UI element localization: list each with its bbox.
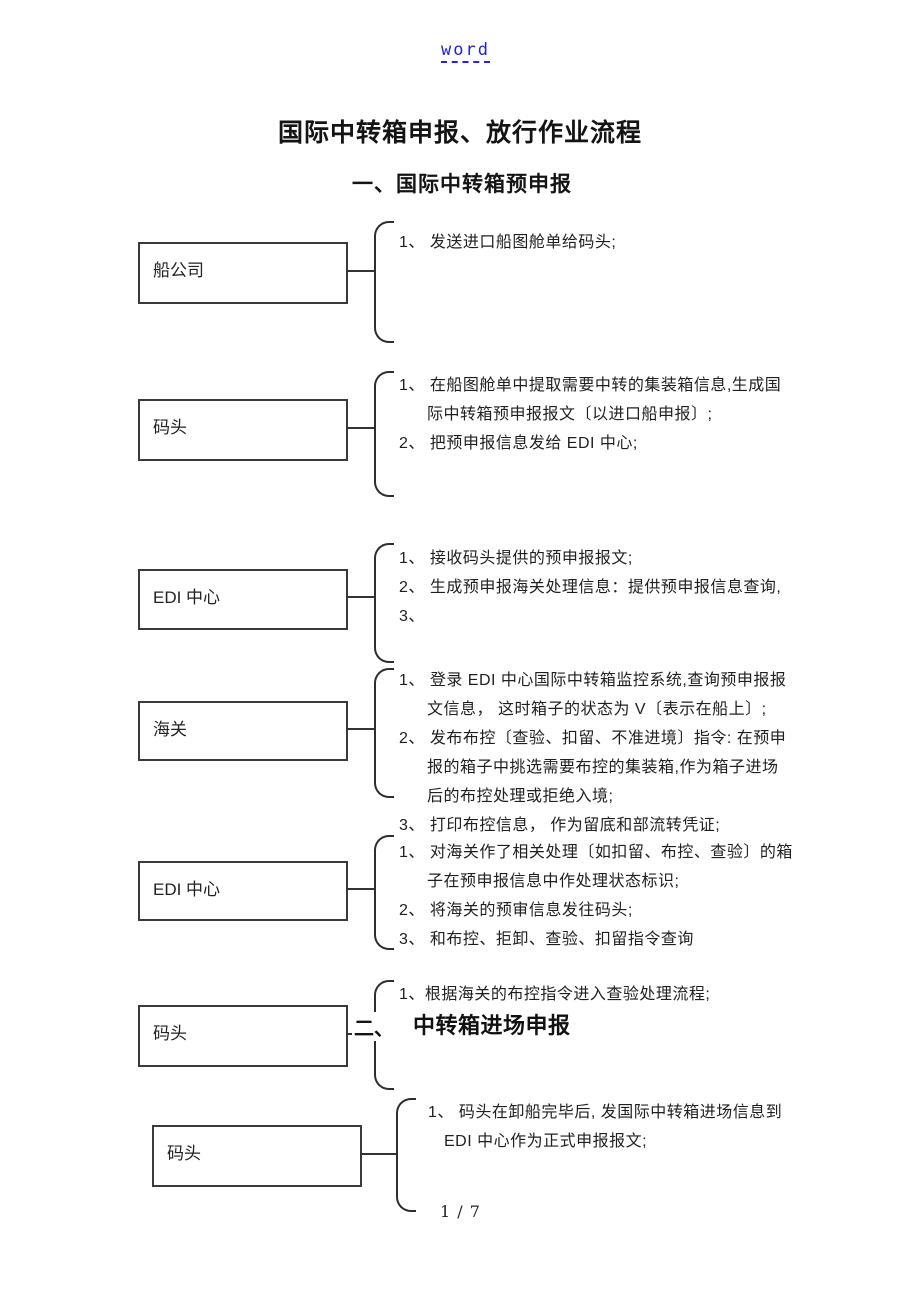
note-line: 2、 将海关的预审信息发往码头; — [399, 902, 633, 919]
flow-box-label: 码头 — [167, 1144, 201, 1163]
note-line: 1、 登录 EDI 中心国际中转箱监控系统,查询预申报报 — [399, 672, 787, 689]
flow-notes: 1、 在船图舱单中提取需要中转的集装箱信息,生成国 际中转箱预申报报文〔以进口船… — [399, 371, 781, 458]
note-line: 3、 — [399, 608, 425, 625]
note-line: 1、 接收码头提供的预申报报文; — [399, 550, 633, 567]
flow-box-wharf: 码头 — [138, 399, 348, 461]
connector-line — [360, 1153, 396, 1155]
flow-box-label: EDI 中心 — [153, 588, 221, 607]
note-line: 2、 发布布控〔查验、扣留、不准进境〕指令: 在预申 — [399, 730, 787, 747]
flow-box-edi-center-2: EDI 中心 — [138, 861, 348, 921]
flow-notes: 1、根据海关的布控指令进入查验处理流程; — [399, 980, 710, 1009]
left-brace — [374, 543, 394, 663]
note-line: 际中转箱预申报报文〔以进口船申报〕; — [427, 406, 713, 423]
connector-line — [346, 596, 374, 598]
flow-box-label: 船公司 — [153, 261, 204, 280]
note-line: 子在预申报信息中作处理状态标识; — [427, 873, 680, 890]
note-line: 1、 码头在卸船完毕后, 发国际中转箱进场信息到 — [428, 1104, 783, 1121]
page-number: 1 / 7 — [440, 1202, 481, 1221]
word-link[interactable]: word — [441, 40, 490, 63]
note-line: 后的布控处理或拒绝入境; — [427, 788, 614, 805]
flow-box-edi-center: EDI 中心 — [138, 569, 348, 630]
flow-box-label: 码头 — [153, 418, 187, 437]
flow-box-label: 海关 — [153, 720, 187, 739]
flow-box-label: EDI 中心 — [153, 880, 221, 899]
flow-box-customs: 海关 — [138, 701, 348, 761]
connector-line — [346, 888, 374, 890]
note-line: 3、 和布控、拒卸、查验、扣留指令查询 — [399, 931, 694, 948]
note-line: 2、 把预申报信息发给 EDI 中心; — [399, 435, 638, 452]
note-line: 1、 对海关作了相关处理〔如扣留、布控、查验〕的箱 — [399, 844, 793, 861]
connector-line — [346, 270, 374, 272]
connector-line — [346, 427, 374, 429]
section2-heading-prefix: 二、 — [352, 1012, 396, 1041]
left-brace — [374, 221, 394, 343]
note-line: 报的箱子中挑选需要布控的集装箱,作为箱子进场 — [427, 759, 779, 776]
flow-notes: 1、 码头在卸船完毕后, 发国际中转箱进场信息到 EDI 中心作为正式申报报文; — [428, 1098, 782, 1156]
section1-heading: 一、国际中转箱预申报 — [352, 172, 572, 196]
flow-box-label: 码头 — [153, 1024, 187, 1043]
note-line: 2、 生成预申报海关处理信息：提供预申报信息查询, — [399, 579, 782, 596]
flow-notes: 1、 对海关作了相关处理〔如扣留、布控、查验〕的箱 子在预申报信息中作处理状态标… — [399, 838, 793, 954]
flow-box-ship-company: 船公司 — [138, 242, 348, 304]
flow-notes: 1、 登录 EDI 中心国际中转箱监控系统,查询预申报报 文信息， 这时箱子的状… — [399, 666, 786, 840]
note-line: 文信息， 这时箱子的状态为 V〔表示在船上〕; — [427, 701, 767, 718]
left-brace — [374, 835, 394, 950]
flow-notes: 1、 接收码头提供的预申报报文; 2、 生成预申报海关处理信息：提供预申报信息查… — [399, 544, 781, 631]
note-line: 1、 发送进口船图舱单给码头; — [399, 234, 617, 251]
note-line: EDI 中心作为正式申报报文; — [444, 1133, 648, 1150]
note-line: 1、根据海关的布控指令进入查验处理流程; — [399, 986, 711, 1003]
left-brace — [396, 1098, 416, 1212]
flow-notes: 1、 发送进口船图舱单给码头; — [399, 228, 616, 257]
note-line: 1、 在船图舱单中提取需要中转的集装箱信息,生成国 — [399, 377, 782, 394]
flow-box-wharf-3: 码头 — [152, 1125, 362, 1187]
section2-heading: 中转箱进场申报 — [413, 1013, 571, 1038]
note-line: 3、 打印布控信息， 作为留底和部流转凭证; — [399, 817, 721, 834]
left-brace — [374, 668, 394, 798]
connector-line — [346, 728, 374, 730]
document-title: 国际中转箱申报、放行作业流程 — [277, 120, 642, 147]
flow-box-wharf-2: 码头 — [138, 1005, 348, 1067]
left-brace — [374, 371, 394, 497]
